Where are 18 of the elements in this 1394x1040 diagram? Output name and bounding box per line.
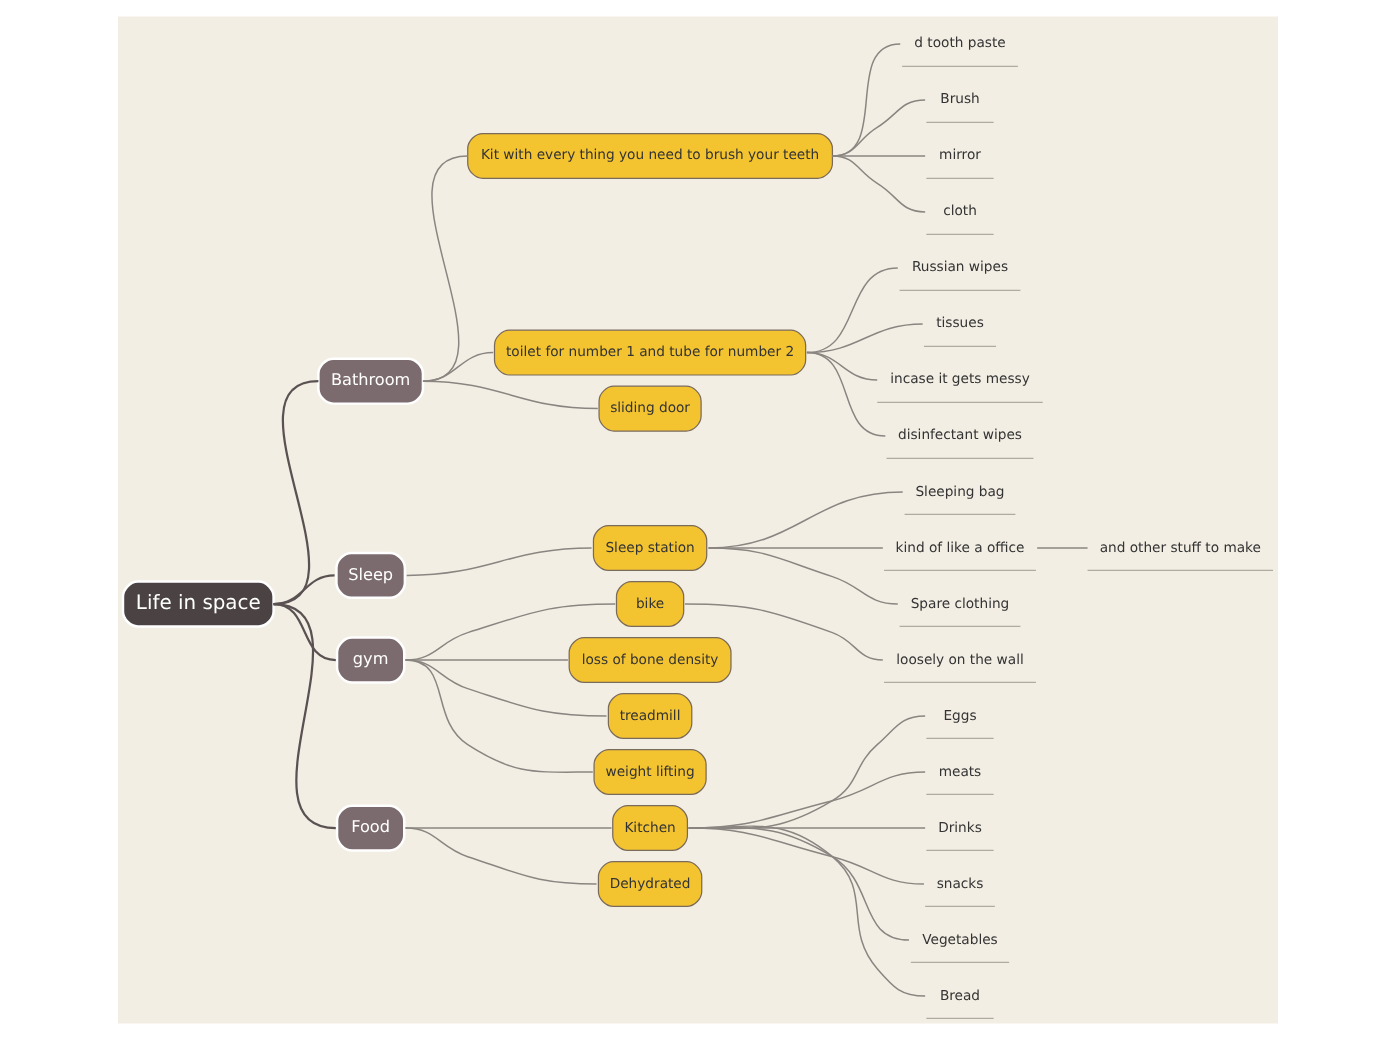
node-box: Bathroom: [316, 357, 424, 405]
connector: [421, 380, 598, 410]
connector: [272, 602, 335, 662]
connector: [706, 547, 898, 605]
connector: [683, 603, 883, 661]
connector: [403, 827, 597, 885]
connector: [421, 351, 493, 382]
connector: [405, 547, 592, 577]
connector: [403, 659, 593, 773]
node-box: gym: [334, 636, 405, 684]
connector: [830, 155, 925, 213]
connector: [686, 825, 925, 997]
node-box: Life in space: [120, 580, 274, 628]
node-box: Food: [334, 804, 405, 852]
connector: [805, 351, 886, 437]
connector: [1035, 547, 1088, 549]
connector: [272, 602, 336, 830]
node-box: Sleep: [334, 551, 406, 600]
